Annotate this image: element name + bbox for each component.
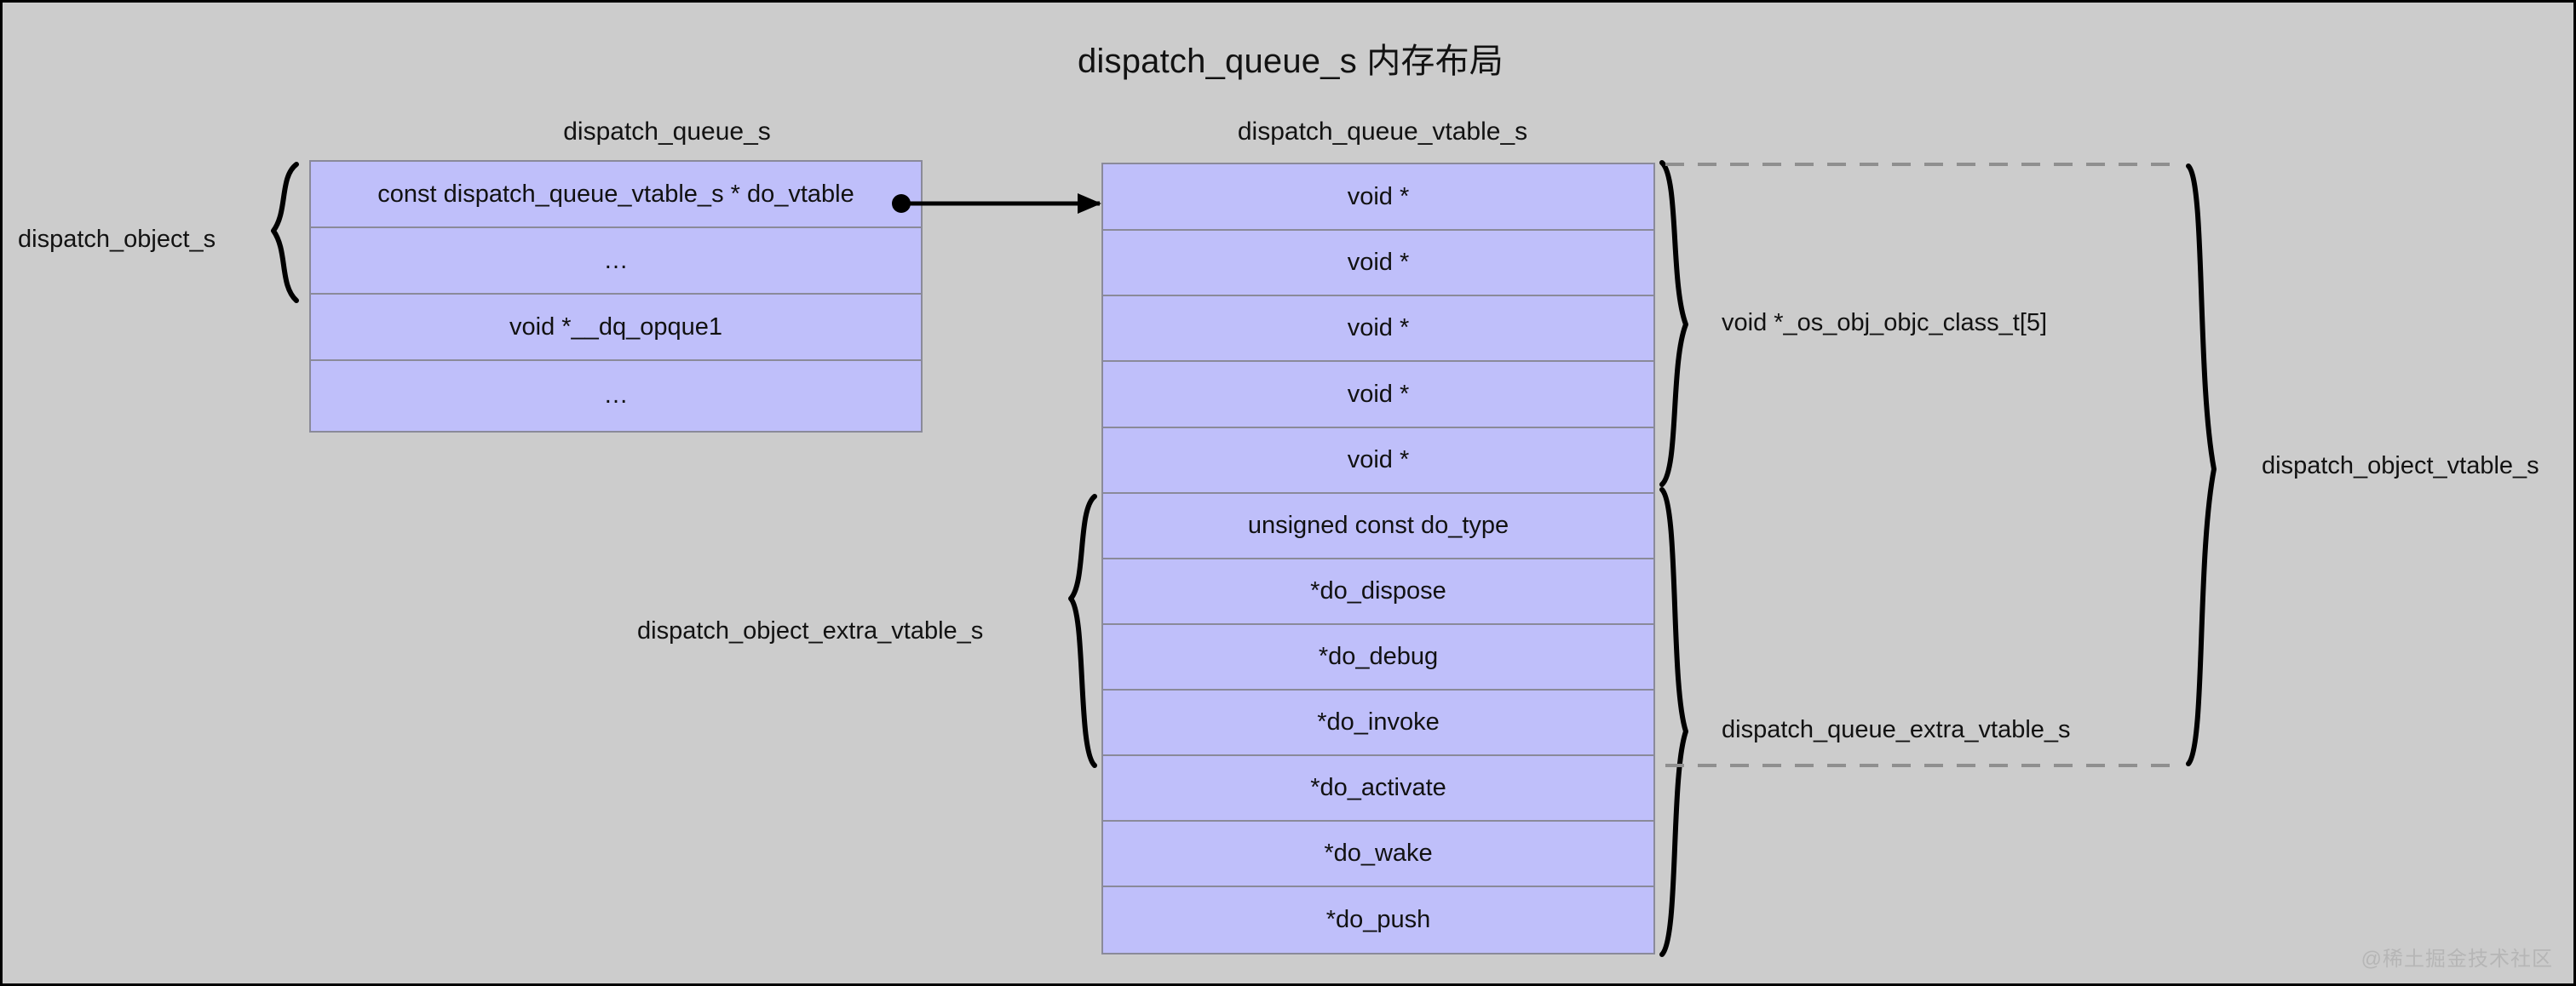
watermark: @稀土掘金技术社区: [2360, 948, 2553, 971]
middle-struct-row-11: *do_push: [1103, 887, 1653, 953]
brace-label-dispatch-object-vtable-s: dispatch_object_vtable_s: [2262, 452, 2539, 479]
brace-label-dispatch-object-extra-vtable-s: dispatch_object_extra_vtable_s: [637, 617, 984, 645]
middle-struct-row-3: void *: [1103, 362, 1653, 428]
left-struct-row-1: …: [311, 228, 921, 295]
brace-dispatch-object-vtable-s: [2186, 163, 2217, 766]
pointer-arrow-head: [1078, 193, 1101, 214]
middle-struct-row-7: *do_debug: [1103, 625, 1653, 691]
middle-struct-row-5: unsigned const do_type: [1103, 494, 1653, 559]
brace-label-os-obj-objc-class-t: void *_os_obj_objc_class_t[5]: [1722, 309, 2048, 336]
left-struct-table: const dispatch_queue_vtable_s * do_vtabl…: [309, 160, 923, 433]
left-struct-row-2: void *__dq_opque1: [311, 295, 921, 361]
brace-dispatch-object-extra-vtable-s: [1068, 494, 1097, 768]
brace-dispatch-object-s: [271, 162, 299, 303]
middle-struct-row-2: void *: [1103, 296, 1653, 362]
left-struct-row-0: const dispatch_queue_vtable_s * do_vtabl…: [311, 162, 921, 228]
middle-struct-header: dispatch_queue_vtable_s: [1237, 118, 1528, 146]
middle-struct-row-8: *do_invoke: [1103, 691, 1653, 756]
brace-dispatch-queue-extra-vtable-s: [1659, 487, 1688, 957]
middle-struct-table: void * void * void * void * void * unsig…: [1101, 163, 1655, 954]
brace-os-obj-objc-class-t: [1659, 160, 1688, 487]
brace-label-dispatch-queue-extra-vtable-s: dispatch_queue_extra_vtable_s: [1722, 716, 2071, 743]
middle-struct-row-0: void *: [1103, 164, 1653, 231]
left-struct-header: dispatch_queue_s: [563, 118, 771, 146]
middle-struct-row-1: void *: [1103, 231, 1653, 296]
middle-struct-row-4: void *: [1103, 428, 1653, 494]
middle-struct-row-10: *do_wake: [1103, 822, 1653, 887]
middle-struct-row-6: *do_dispose: [1103, 559, 1653, 625]
page-title: dispatch_queue_s 内存布局: [1077, 43, 1504, 80]
middle-struct-row-9: *do_activate: [1103, 756, 1653, 822]
brace-label-dispatch-object-s: dispatch_object_s: [18, 226, 216, 253]
left-struct-row-3: …: [311, 361, 921, 429]
